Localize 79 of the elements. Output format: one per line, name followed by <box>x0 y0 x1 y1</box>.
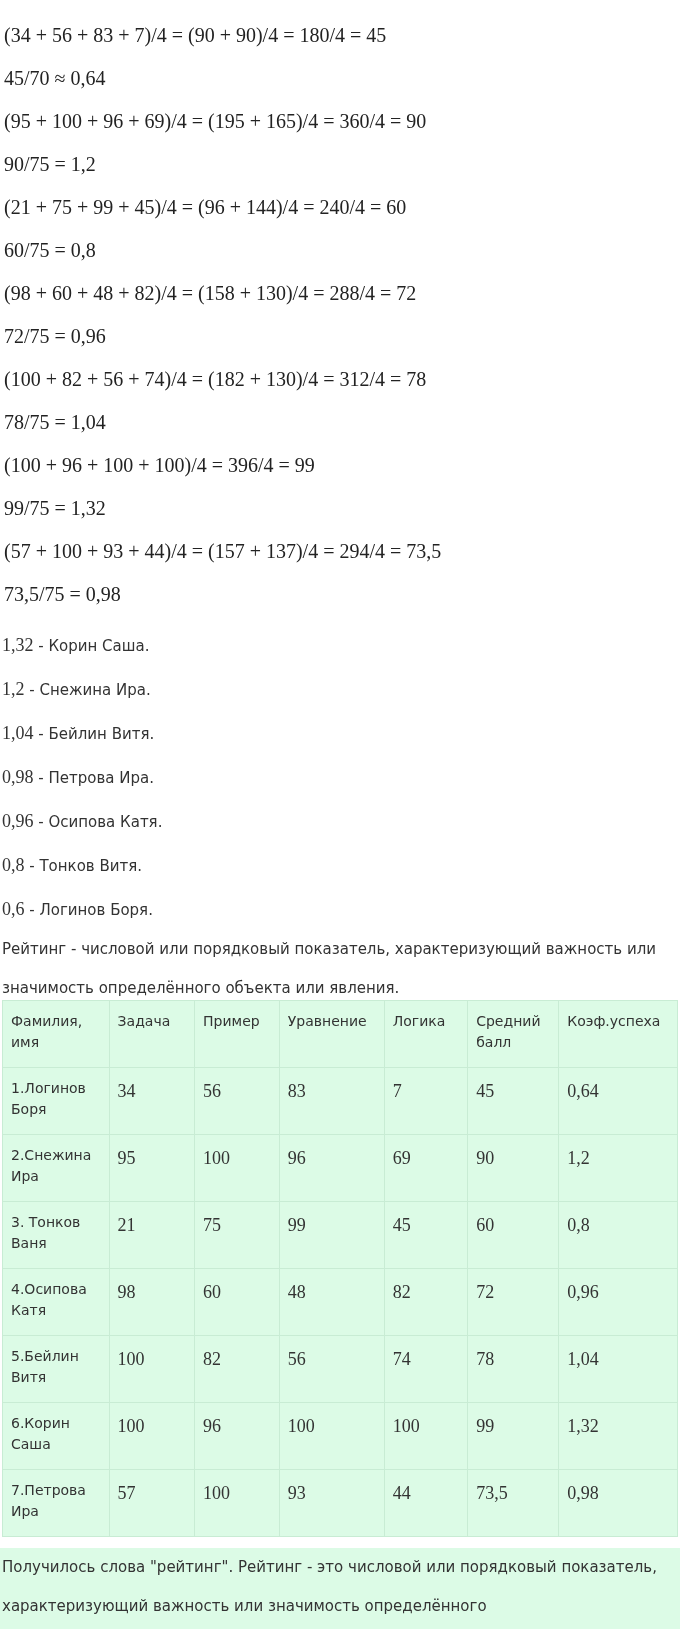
list-item: 1,2 - Снежина Ира. <box>2 679 151 700</box>
table-cell: 93 <box>279 1469 385 1537</box>
list-item: 1,32 - Корин Саша. <box>2 635 150 656</box>
equation: (34 + 56 + 83 + 7)/4 = (90 + 90)/4 = 180/4 = 45 <box>4 24 387 47</box>
table-cell: 78 <box>467 1335 559 1403</box>
header-cell: Уравнение <box>279 1000 385 1068</box>
table-cell: 90 <box>467 1134 559 1202</box>
equation: (100 + 96 + 100 + 100)/4 = 396/4 = 99 <box>4 454 315 477</box>
table-cell: 60 <box>194 1268 280 1336</box>
table-cell: 72 <box>467 1268 559 1336</box>
equation: 45/70 ≈ 0,64 <box>4 67 106 90</box>
list-item: 1,04 - Бейлин Витя. <box>2 723 155 744</box>
equation: (21 + 75 + 99 + 45)/4 = (96 + 144)/4 = 240/4 = 60 <box>4 196 407 219</box>
equation: (98 + 60 + 48 + 82)/4 = (158 + 130)/4 = 288/4 = 72 <box>4 282 417 305</box>
table-cell: 0,96 <box>558 1268 678 1336</box>
header-cell: Задача <box>109 1000 195 1068</box>
table-cell: 100 <box>194 1134 280 1202</box>
table-cell: 82 <box>194 1335 280 1403</box>
table-cell: 100 <box>279 1402 385 1470</box>
list-item: 0,96 - Осипова Катя. <box>2 811 163 832</box>
table-cell: 7.Петрова Ира <box>2 1469 110 1537</box>
table-cell: 75 <box>194 1201 280 1269</box>
equation: 90/75 = 1,2 <box>4 153 96 176</box>
table-cell: 60 <box>467 1201 559 1269</box>
table-cell: 1,04 <box>558 1335 678 1403</box>
equation: (100 + 82 + 56 + 74)/4 = (182 + 130)/4 = 312/4 = 78 <box>4 368 427 391</box>
table-cell: 21 <box>109 1201 195 1269</box>
table-cell: 1,2 <box>558 1134 678 1202</box>
table-cell: 83 <box>279 1067 385 1135</box>
table-cell: 2.Снежина Ира <box>2 1134 110 1202</box>
table-cell: 44 <box>384 1469 468 1537</box>
table-cell: 69 <box>384 1134 468 1202</box>
table-cell: 73,5 <box>467 1469 559 1537</box>
table-cell: 1.Логинов Боря <box>2 1067 110 1135</box>
table-cell: 98 <box>109 1268 195 1336</box>
table-cell: 6.Корин Саша <box>2 1402 110 1470</box>
table-cell: 96 <box>279 1134 385 1202</box>
table-cell: 7 <box>384 1067 468 1135</box>
header-cell: Фамилия, имя <box>2 1000 110 1068</box>
table-cell: 99 <box>467 1402 559 1470</box>
table-cell: 45 <box>467 1067 559 1135</box>
equation: (57 + 100 + 93 + 44)/4 = (157 + 137)/4 = 294/4 = 73,5 <box>4 540 442 563</box>
table-cell: 95 <box>109 1134 195 1202</box>
equation: 78/75 = 1,04 <box>4 411 106 434</box>
table-cell: 56 <box>194 1067 280 1135</box>
table-cell: 57 <box>109 1469 195 1537</box>
table-cell: 45 <box>384 1201 468 1269</box>
list-item: 0,98 - Петрова Ира. <box>2 767 154 788</box>
equation: 99/75 = 1,32 <box>4 497 106 520</box>
table-cell: 0,64 <box>558 1067 678 1135</box>
equation: 60/75 = 0,8 <box>4 239 96 262</box>
table-cell: 100 <box>109 1335 195 1403</box>
header-cell: Коэф.успеха <box>558 1000 678 1068</box>
table-cell: 0,98 <box>558 1469 678 1537</box>
table-cell: 100 <box>384 1402 468 1470</box>
table-cell: 0,8 <box>558 1201 678 1269</box>
table-cell: 100 <box>109 1402 195 1470</box>
table-cell: 96 <box>194 1402 280 1470</box>
paragraph: Получилось слова "рейтинг". Рейтинг - это числовой или порядковый показатель, характеризующий важность или значимость определённого <box>0 1548 680 1629</box>
header-cell: Пример <box>194 1000 280 1068</box>
equation: 72/75 = 0,96 <box>4 325 106 348</box>
table-cell: 100 <box>194 1469 280 1537</box>
table-cell: 34 <box>109 1067 195 1135</box>
list-item: 0,6 - Логинов Боря. <box>2 899 153 920</box>
table-cell: 4.Осипова Катя <box>2 1268 110 1336</box>
table-cell: 1,32 <box>558 1402 678 1470</box>
paragraph: Рейтинг - числовой или порядковый показатель, характеризующий важность или значимость определённого объекта или явления. <box>2 939 657 999</box>
table-cell: 48 <box>279 1268 385 1336</box>
header-cell: Логика <box>384 1000 468 1068</box>
table-cell: 5.Бейлин Витя <box>2 1335 110 1403</box>
table-cell: 3. Тонков Ваня <box>2 1201 110 1269</box>
equation: (95 + 100 + 96 + 69)/4 = (195 + 165)/4 = 360/4 = 90 <box>4 110 427 133</box>
table-cell: 82 <box>384 1268 468 1336</box>
header-cell: Средний балл <box>467 1000 559 1068</box>
equation: 73,5/75 = 0,98 <box>4 583 121 606</box>
list-item: 0,8 - Тонков Витя. <box>2 855 142 876</box>
table-cell: 99 <box>279 1201 385 1269</box>
table-cell: 56 <box>279 1335 385 1403</box>
table-cell: 74 <box>384 1335 468 1403</box>
